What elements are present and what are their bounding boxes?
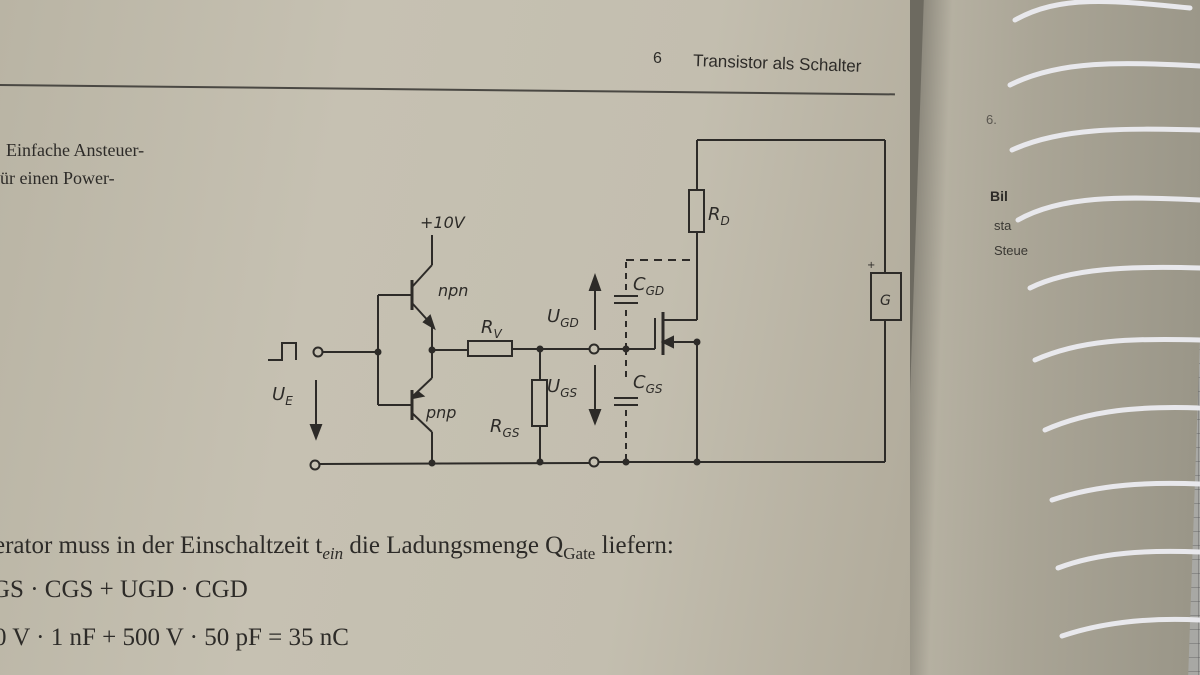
rd-label: RD — [708, 204, 730, 228]
equation-line-2: 0 V · 1 nF + 500 V · 50 pF = 35 nC — [0, 624, 349, 651]
body-text-middle: die Ladungsmenge Q — [343, 532, 564, 559]
body-text-start: erator muss in der Einschaltzeit t — [0, 532, 323, 559]
equation-line-1: GS · CGS + UGD · CGD — [0, 576, 248, 603]
rv-label: RV — [481, 317, 503, 341]
figure-caption-line1: Einfache Ansteuer- — [6, 140, 145, 160]
right-page-section: 6. — [986, 112, 997, 127]
chapter-number: 6 — [653, 50, 662, 67]
body-text-tail: liefern: — [595, 532, 674, 559]
generator-plus: + — [867, 260, 875, 271]
body-text-line: erator muss in der Einschaltzeit tein di… — [0, 532, 674, 564]
pnp-label: pnp — [425, 403, 456, 422]
npn-label: npn — [438, 281, 468, 300]
ue-label: UE — [272, 384, 293, 408]
figure-caption-line2: ür einen Power- — [0, 168, 115, 188]
ugs-label: UGS — [547, 376, 577, 400]
body-text-qgate-sub: Gate — [563, 544, 596, 563]
right-page-line2: sta — [994, 218, 1012, 233]
book-page — [0, 0, 910, 675]
body-text-sub: ein — [322, 544, 344, 563]
right-page-line3: Steue — [994, 243, 1028, 258]
ugd-label: UGD — [547, 306, 579, 330]
supply-label: +10V — [420, 213, 466, 232]
cgd-label: CGD — [633, 274, 664, 298]
rgs-label: RGS — [490, 416, 520, 440]
right-page-bild: Bil — [990, 188, 1008, 204]
generator-label: G — [880, 293, 891, 309]
cgs-label: CGS — [633, 372, 663, 396]
